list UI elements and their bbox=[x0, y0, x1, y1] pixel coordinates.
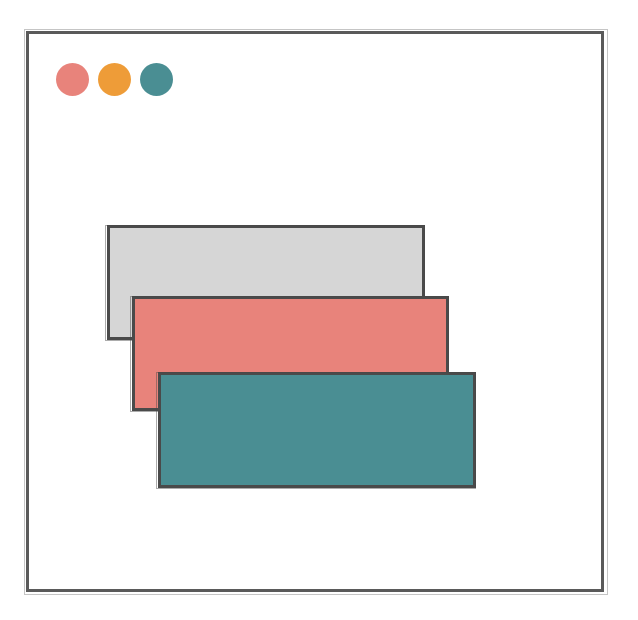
front-card-sketch-outline bbox=[156, 372, 476, 489]
maximize-button[interactable] bbox=[140, 63, 173, 96]
close-button[interactable] bbox=[56, 63, 89, 96]
window-controls bbox=[56, 63, 173, 96]
front-card[interactable] bbox=[156, 372, 476, 489]
minimize-button[interactable] bbox=[98, 63, 131, 96]
